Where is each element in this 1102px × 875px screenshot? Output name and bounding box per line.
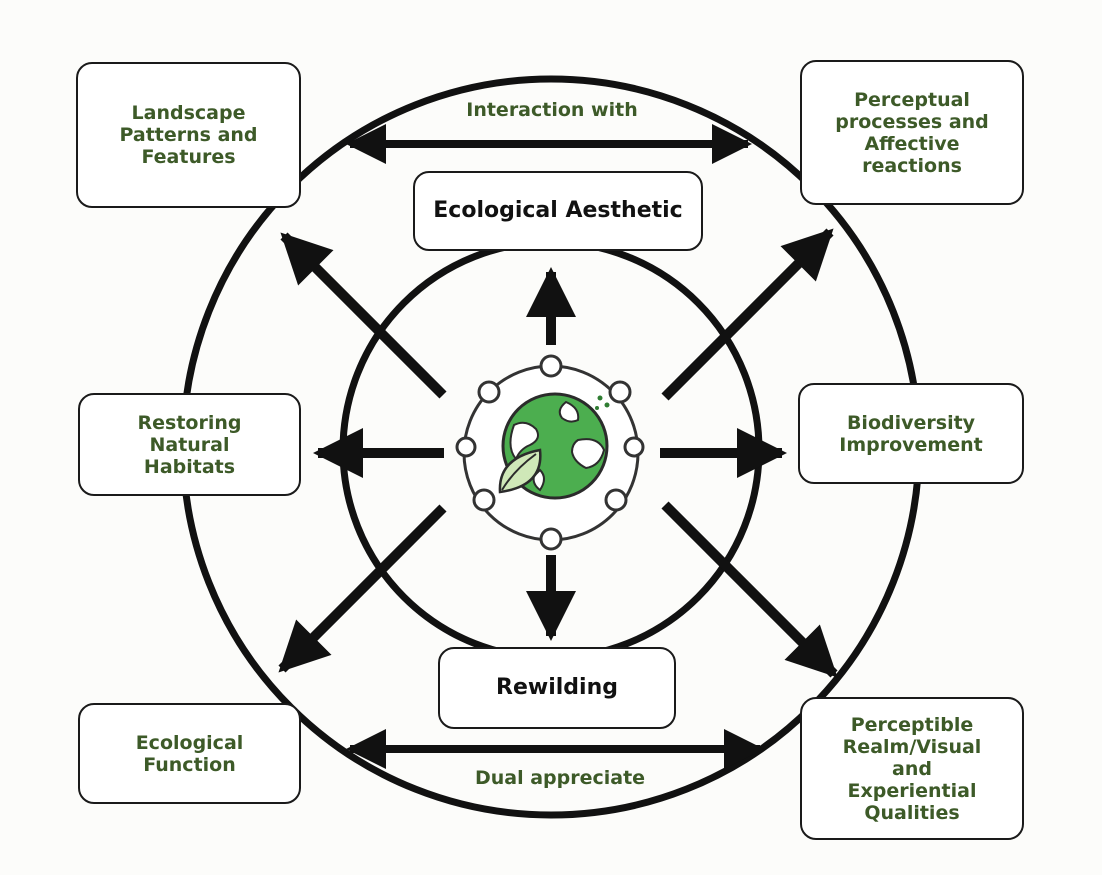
arrow-down-left: [278, 504, 447, 673]
rewilding-box: Rewilding: [438, 647, 676, 729]
ecological-function-box: Ecological Function: [78, 703, 301, 804]
perceptible-realm-label: Perceptible Realm/Visual and Experientia…: [842, 713, 982, 824]
restoring-habitats-box: Restoring Natural Habitats: [78, 393, 301, 496]
arrow-down-right: [661, 501, 838, 678]
biodiversity-improvement-box: Biodiversity Improvement: [798, 383, 1024, 484]
landscape-patterns-label: Landscape Patterns and Features: [119, 102, 258, 168]
dual-appreciate-label: Dual appreciate: [474, 767, 646, 789]
perceptual-processes-label: Perceptual processes and Affective react…: [835, 88, 989, 177]
interaction-with-label: Interaction with: [466, 99, 638, 121]
ecological-function-label: Ecological Function: [135, 731, 244, 776]
globe-icon: [455, 354, 645, 551]
perceptual-processes-box: Perceptual processes and Affective react…: [800, 60, 1024, 205]
biodiversity-improvement-label: Biodiversity Improvement: [839, 411, 983, 456]
rewilding-label: Rewilding: [496, 675, 618, 700]
arrow-up-right: [661, 228, 834, 401]
restoring-habitats-label: Restoring Natural Habitats: [137, 411, 242, 478]
landscape-patterns-box: Landscape Patterns and Features: [76, 62, 301, 208]
arrow-up-left: [280, 232, 447, 399]
ecological-aesthetic-label: Ecological Aesthetic: [433, 198, 683, 223]
ecological-aesthetic-box: Ecological Aesthetic: [413, 171, 703, 251]
perceptible-realm-box: Perceptible Realm/Visual and Experientia…: [800, 697, 1024, 840]
leaf-icon: [498, 448, 542, 494]
